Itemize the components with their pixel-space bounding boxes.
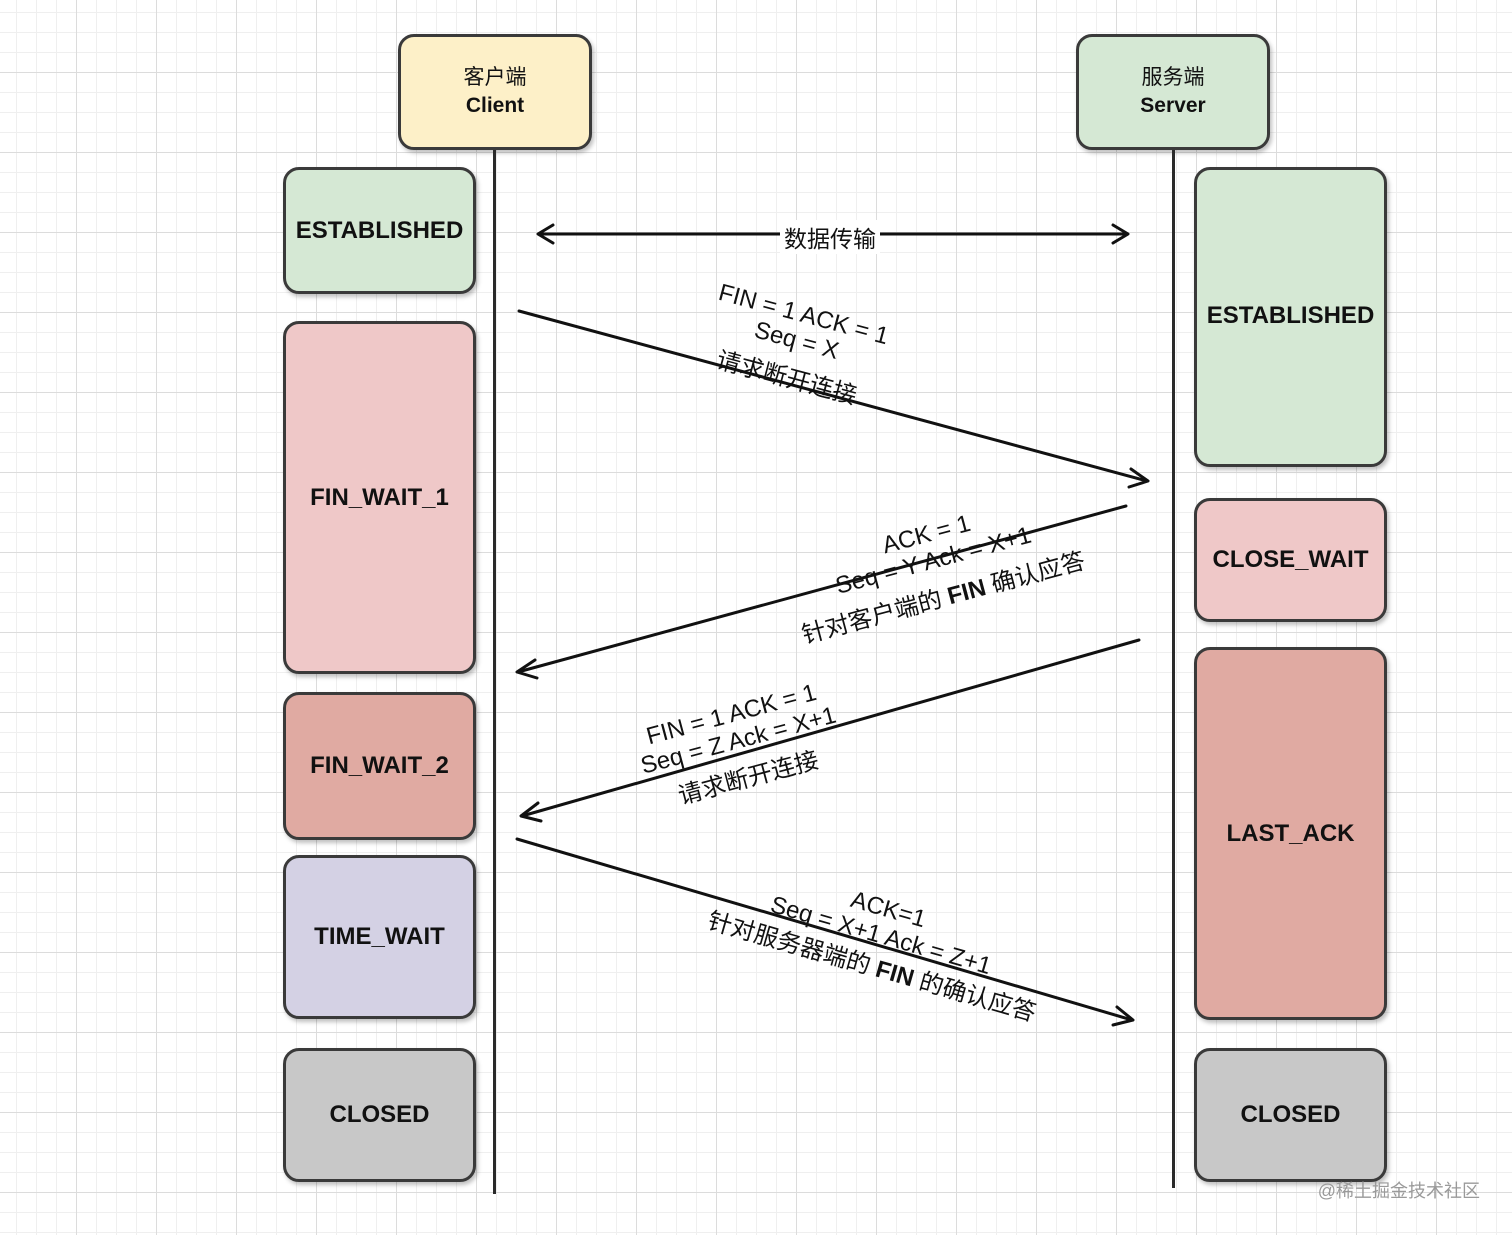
server-lifeline: [1172, 150, 1175, 1188]
data-transfer-arrowhead-right: [1111, 223, 1130, 245]
server-name-en: Server: [1140, 94, 1206, 117]
ack1-arrowhead: [515, 658, 539, 680]
ack2-arrow: [515, 837, 1134, 1022]
fin2-arrowhead: [519, 801, 543, 823]
client-state-time-wait: TIME_WAIT: [283, 855, 476, 1019]
server-state-established: ESTABLISHED: [1194, 167, 1387, 467]
client-state-time-wait-label: TIME_WAIT: [314, 923, 445, 950]
client-state-established-label: ESTABLISHED: [295, 216, 464, 244]
ack2-arrowhead: [1111, 1005, 1135, 1027]
server-state-close-wait: CLOSE_WAIT: [1194, 498, 1387, 622]
server-state-last-ack: LAST_ACK: [1194, 647, 1387, 1020]
server-state-closed: CLOSED: [1194, 1048, 1387, 1182]
server-state-closed-label: CLOSED: [1240, 1101, 1341, 1128]
server-state-close-wait-label: CLOSE_WAIT: [1212, 546, 1369, 573]
client-state-fin-wait-1: FIN_WAIT_1: [283, 321, 476, 674]
fin1-arrow: [517, 309, 1149, 483]
client-state-fin-wait-1-label: FIN_WAIT_1: [310, 483, 449, 511]
ack1-arrow: [516, 504, 1128, 674]
client-state-closed: CLOSED: [283, 1048, 476, 1182]
server-state-last-ack-label: LAST_ACK: [1226, 819, 1355, 847]
server-state-established-label: ESTABLISHED: [1206, 302, 1375, 329]
client-lifeline: [493, 150, 496, 1194]
data-transfer-arrowhead-left: [536, 223, 555, 245]
client-name-cn: 客户端: [463, 66, 527, 89]
client-actor: 客户端 Client: [398, 34, 592, 150]
server-actor: 服务端 Server: [1076, 34, 1270, 150]
fin2-arrow: [520, 638, 1141, 818]
client-state-fin-wait-2: FIN_WAIT_2: [283, 692, 476, 840]
client-state-fin-wait-2-label: FIN_WAIT_2: [310, 752, 449, 779]
watermark: @稀土掘金技术社区: [1317, 1181, 1480, 1201]
fin1-arrowhead: [1127, 467, 1150, 489]
client-state-established: ESTABLISHED: [283, 167, 476, 294]
client-name-en: Client: [465, 94, 525, 117]
data-transfer-label: 数据传输: [780, 220, 880, 254]
client-state-closed-label: CLOSED: [329, 1101, 430, 1128]
server-name-cn: 服务端: [1141, 66, 1205, 89]
